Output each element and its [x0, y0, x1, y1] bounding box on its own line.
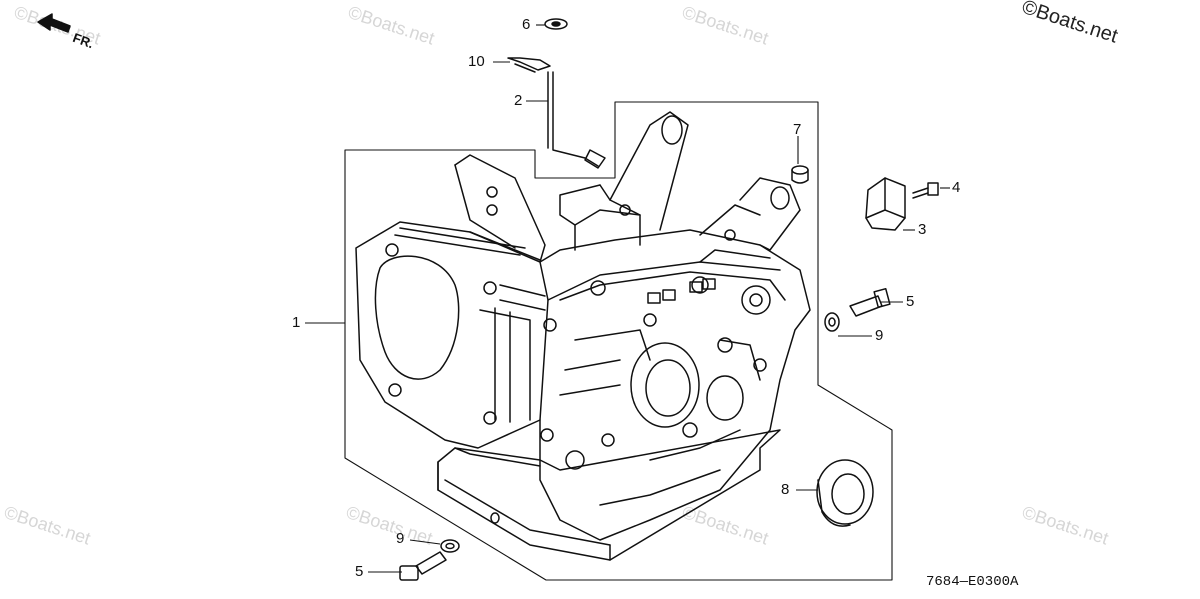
crankcase-body	[539, 184, 811, 541]
oil-seal-part	[816, 459, 874, 527]
assembly-frame-line	[344, 101, 893, 581]
callout-5-lower: 5	[355, 563, 364, 580]
callout-10: 10	[468, 53, 485, 70]
callout-7: 7	[793, 121, 802, 138]
diagram-code: 7684—E0300A	[926, 574, 1019, 590]
cylinder-barrel	[355, 221, 549, 449]
leader-lines	[305, 24, 950, 573]
dowel-pin-part	[791, 165, 809, 184]
callout-8: 8	[781, 481, 790, 498]
bolt-4-part	[912, 182, 939, 199]
washer-upper-part	[824, 312, 840, 332]
front-arrow-icon	[37, 13, 71, 33]
callout-3: 3	[918, 221, 927, 238]
callout-9-lower: 9	[396, 530, 405, 547]
callout-6: 6	[522, 16, 531, 33]
drain-hole	[490, 512, 500, 524]
crankcase-base	[437, 429, 781, 561]
washer-top-part	[544, 18, 568, 30]
callout-4: 4	[952, 179, 961, 196]
clip-part	[507, 57, 551, 73]
flange-bolt-lower-part	[399, 551, 447, 581]
callout-2: 2	[514, 92, 523, 109]
callout-9-upper: 9	[875, 327, 884, 344]
mounting-lugs	[454, 111, 801, 263]
flange-bolt-upper-part	[849, 287, 891, 317]
washer-lower-part	[440, 539, 460, 553]
bracket-part	[865, 177, 906, 231]
callout-5-upper: 5	[906, 293, 915, 310]
governor-rod-part	[547, 71, 606, 169]
callout-1: 1	[292, 314, 301, 331]
